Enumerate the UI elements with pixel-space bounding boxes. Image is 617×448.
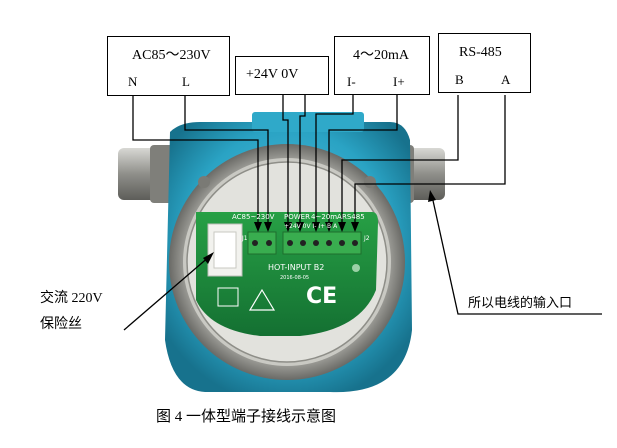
ac-terminal-block (247, 231, 277, 255)
fuse-label-line2: 保险丝 (40, 317, 82, 332)
warning-icon (248, 288, 276, 311)
current-output-title: 4～20mA (353, 48, 409, 63)
pcb-board-name: HOT-INPUT B2 (268, 263, 325, 272)
pcb-board-date: 2016-08-05 (280, 275, 310, 281)
pcb-label-rs485: RS485 (342, 213, 365, 221)
ac-pin-n: N (128, 74, 138, 89)
left-cable-gland (118, 145, 174, 203)
current-output-box: 4～20mA I- I+ (334, 36, 430, 95)
cable-inlet-label: 所以电线的输入口 (468, 295, 573, 310)
screw-icon (198, 176, 210, 188)
screw-icon (364, 176, 376, 188)
dc-supply-box: +24V 0V (235, 56, 329, 95)
rs485-pin-b: B (455, 72, 464, 87)
dc-supply-title: +24V 0V (246, 67, 299, 82)
ac-supply-box: AC85～230V N L (107, 36, 230, 96)
pcb-pin-row: +24V 0V I- I+ B A (284, 223, 338, 230)
current-pin-minus: I- (347, 74, 356, 89)
pcb-label-current: 4~20mA (311, 213, 342, 221)
circuit-board (196, 212, 378, 336)
rs485-title: RS-485 (459, 45, 502, 60)
pcb-j1: J1 (242, 235, 248, 242)
pcb-j2: J2 (364, 235, 370, 242)
pcb-label-power: POWER (284, 213, 310, 221)
fuse-label-line1: 交流 220V (40, 291, 103, 306)
rs485-box: RS-485 B A (438, 33, 531, 93)
pcb-label-ac: AC85~230V (232, 213, 275, 221)
wiring-lines (123, 95, 602, 331)
ac-pin-l: L (182, 74, 190, 89)
ce-mark: CE (306, 284, 338, 309)
signal-terminal-block (282, 231, 362, 255)
rs485-pin-a: A (501, 72, 511, 87)
arrow-heads (203, 190, 436, 264)
ac-supply-title: AC85～230V (132, 48, 211, 63)
current-pin-plus: I+ (393, 74, 405, 89)
figure-caption: 图 4 一体型端子接线示意图 (156, 409, 337, 425)
